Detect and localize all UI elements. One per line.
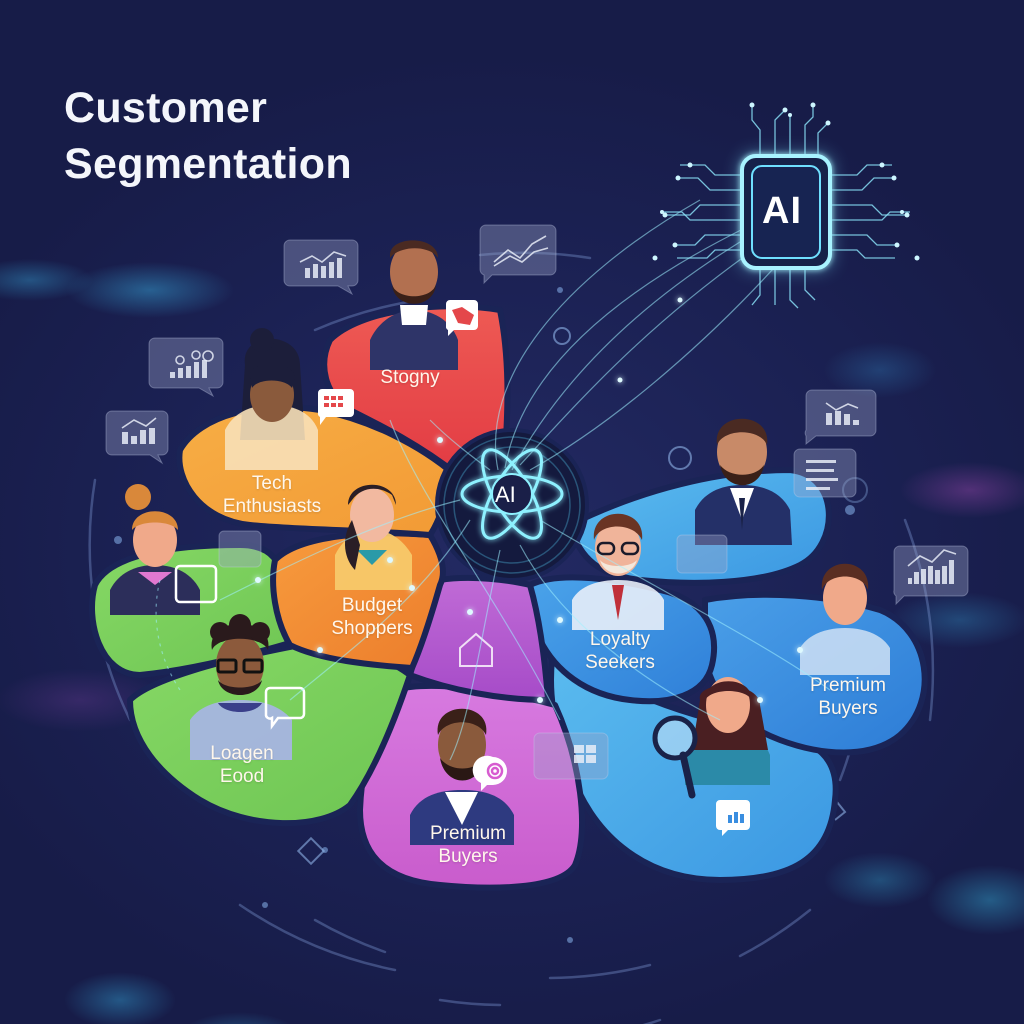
segment-label-tech-enthusiasts[interactable]: Tech Enthusiasts bbox=[222, 473, 322, 517]
page-title: Customer Segmentation bbox=[64, 80, 352, 192]
ai-core-hub bbox=[435, 428, 589, 582]
segment-label-loyalty-seekers[interactable]: Loyalty Seekers bbox=[585, 629, 655, 673]
segment-label-loagen-good[interactable]: Loagen Eood bbox=[210, 743, 274, 787]
ai-chip-label: AI bbox=[762, 190, 802, 232]
badge-counter-chat bbox=[264, 686, 306, 730]
persona-woman-ponytail bbox=[335, 484, 412, 590]
segment-label-premium-buyers-purple[interactable]: Premium Buyers bbox=[429, 823, 507, 867]
card-camera bbox=[218, 530, 262, 568]
shop-icon bbox=[459, 632, 493, 667]
persona-woman-bun bbox=[225, 328, 318, 470]
persona-bearded-man-blazer bbox=[410, 708, 514, 845]
persona-man-glasses-labcoat bbox=[572, 513, 664, 630]
persona-young-man bbox=[800, 563, 890, 675]
card-list-blue bbox=[676, 534, 728, 574]
badge-chart-chat bbox=[716, 800, 750, 836]
ai-core-label: AI bbox=[495, 482, 516, 507]
segment-label-premium-buyers-blue[interactable]: Premium Buyers bbox=[809, 675, 887, 719]
badge-qr-chat bbox=[174, 564, 218, 604]
title-line-1: Customer bbox=[64, 84, 268, 132]
card-trend-top bbox=[479, 224, 557, 285]
persona-bearded-man bbox=[370, 240, 458, 370]
card-table bbox=[533, 732, 609, 780]
segment-label-budget-shoppers[interactable]: Budget Shoppers bbox=[331, 595, 413, 639]
persona-businessman bbox=[695, 418, 792, 545]
title-line-2: Segmentation bbox=[64, 140, 352, 188]
segment-label-stogny[interactable]: Stogny bbox=[380, 367, 440, 388]
